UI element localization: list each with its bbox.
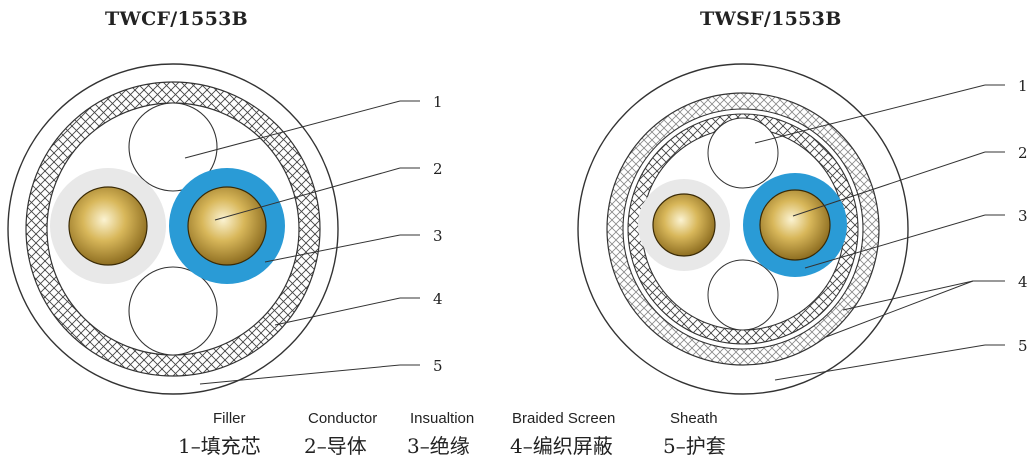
legend-item-braided-screen: Braided Screen 4–编织屏蔽 bbox=[510, 410, 615, 459]
legend-en-sheath: Sheath bbox=[670, 410, 718, 427]
twsf-cross-section: 1 2 3 4 5 bbox=[577, 63, 1028, 395]
twsf-conductor-left bbox=[652, 193, 716, 257]
twcf-conductor-left bbox=[68, 186, 148, 266]
twsf-callout-4: 4 bbox=[1018, 273, 1028, 291]
legend-item-insulation: Insualtion 3–绝缘 bbox=[407, 410, 474, 459]
legend-en-conductor: Conductor bbox=[308, 410, 378, 427]
legend-item-conductor: Conductor 2–导体 bbox=[304, 410, 377, 459]
twsf-filler-bottom bbox=[707, 259, 779, 331]
twcf-filler-top bbox=[128, 102, 218, 192]
twsf-conductor-right bbox=[759, 189, 831, 261]
legend-cn-conductor: 2–导体 bbox=[304, 434, 367, 458]
twcf-callout-5: 5 bbox=[433, 357, 443, 375]
legend-cn-filler: 1–填充芯 bbox=[178, 434, 261, 458]
twsf-callout-3: 3 bbox=[1018, 207, 1028, 225]
twcf-cross-section: 1 2 3 4 5 bbox=[7, 63, 443, 395]
twsf-filler-top bbox=[707, 117, 779, 189]
twcf-conductor-right bbox=[187, 186, 267, 266]
twcf-callout-2: 2 bbox=[433, 160, 443, 178]
legend-cn-sheath: 5–护套 bbox=[663, 434, 726, 458]
twsf-title: TWSF/1553B bbox=[700, 8, 842, 30]
twsf-callout-1: 1 bbox=[1018, 77, 1028, 95]
legend-item-filler: Filler 1–填充芯 bbox=[178, 410, 261, 459]
legend-en-filler: Filler bbox=[213, 410, 246, 427]
twcf-title: TWCF/1553B bbox=[105, 8, 248, 30]
twsf-callout-5: 5 bbox=[1018, 337, 1028, 355]
twcf-filler-bottom bbox=[128, 266, 218, 356]
twsf-callout-2: 2 bbox=[1018, 144, 1028, 162]
legend-en-insulation: Insualtion bbox=[410, 410, 475, 427]
twcf-callout-1: 1 bbox=[433, 93, 443, 111]
twcf-callout-4: 4 bbox=[433, 290, 443, 308]
legend-en-braided-screen: Braided Screen bbox=[512, 410, 616, 427]
twcf-callout-3: 3 bbox=[433, 227, 443, 245]
legend-item-sheath: Sheath 5–护套 bbox=[663, 410, 726, 459]
legend-cn-insulation: 3–绝缘 bbox=[407, 434, 470, 458]
legend-cn-braided-screen: 4–编织屏蔽 bbox=[510, 434, 613, 458]
